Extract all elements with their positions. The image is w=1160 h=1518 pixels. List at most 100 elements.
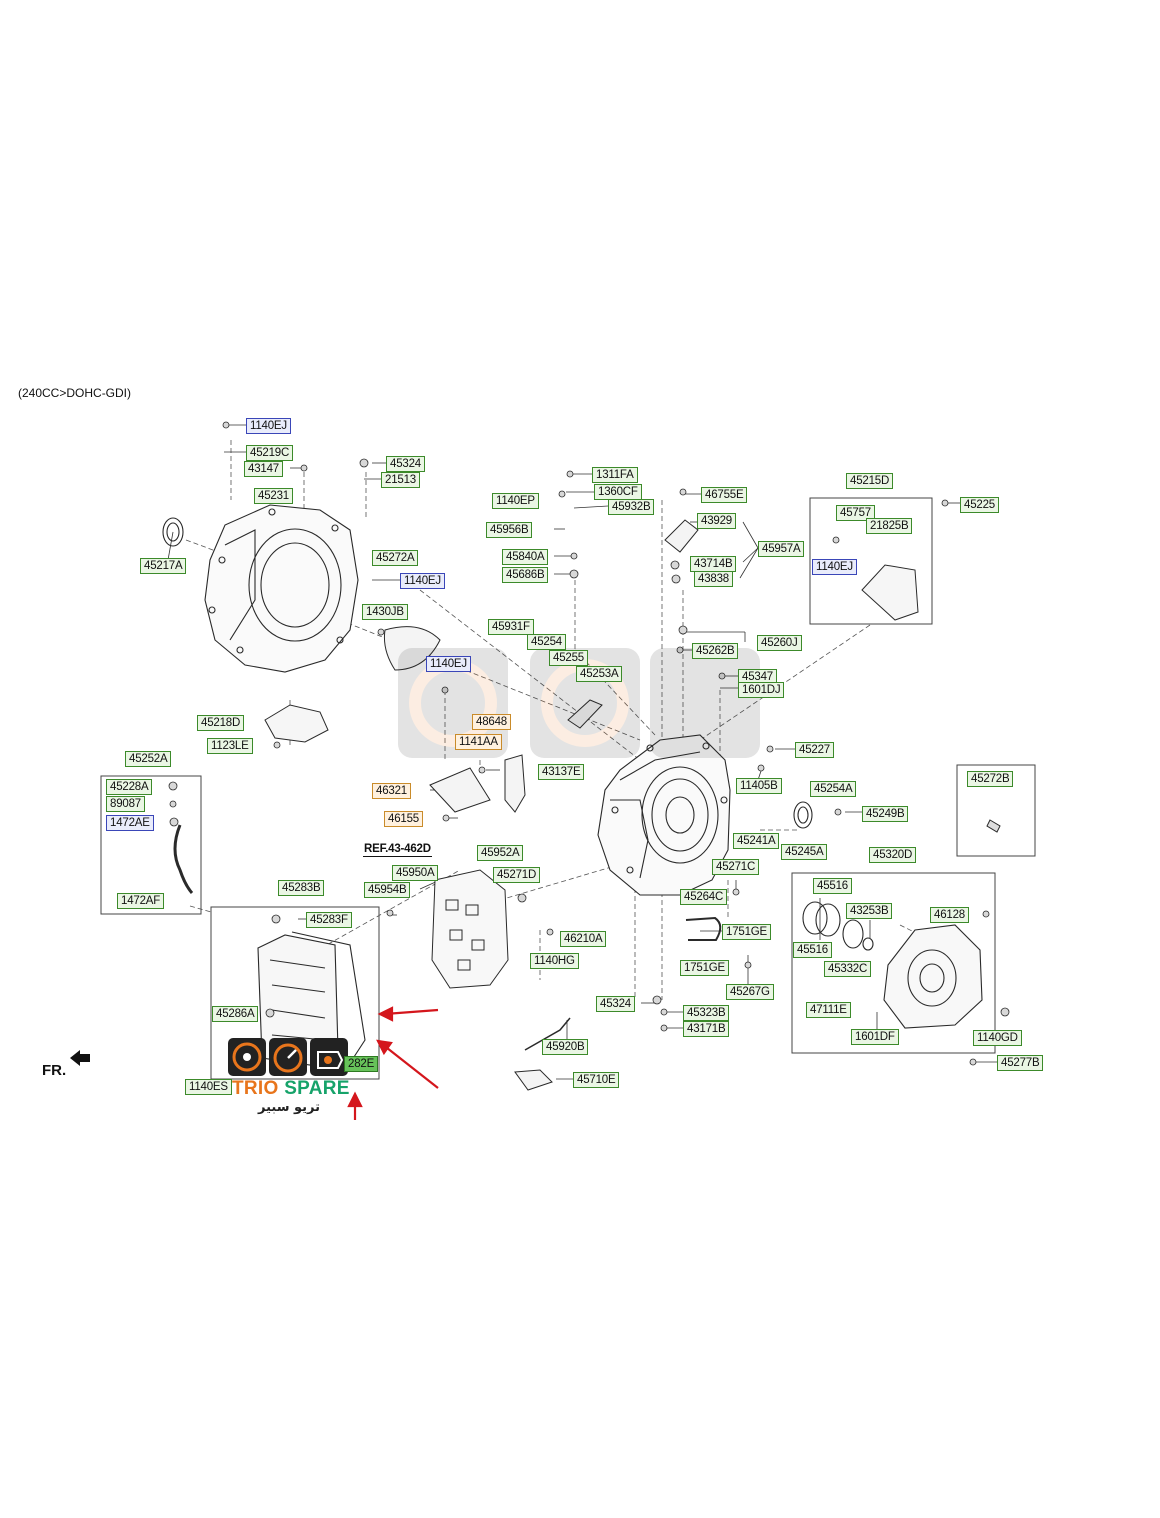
- o-rings-45516: [802, 901, 841, 937]
- part-label-45249B[interactable]: 45249B: [862, 806, 909, 822]
- part-label-45286A[interactable]: 45286A: [212, 1006, 259, 1022]
- part-label-46155[interactable]: 46155: [384, 811, 423, 827]
- part-label-1430JB[interactable]: 1430JB: [362, 604, 408, 620]
- part-label-45283B[interactable]: 45283B: [278, 880, 325, 896]
- part-label-45260J[interactable]: 45260J: [757, 635, 802, 651]
- part-label-1140EJ[interactable]: 1140EJ: [246, 418, 291, 434]
- part-label-45255[interactable]: 45255: [549, 650, 588, 666]
- part-label-43929[interactable]: 43929: [697, 513, 736, 529]
- part-label-45253A[interactable]: 45253A: [576, 666, 623, 682]
- part-label-1140GD[interactable]: 1140GD: [973, 1030, 1022, 1046]
- part-label-45956B[interactable]: 45956B: [486, 522, 533, 538]
- part-label-45254A[interactable]: 45254A: [810, 781, 857, 797]
- part-label-89087[interactable]: 89087: [106, 796, 145, 812]
- part-label-43137E[interactable]: 43137E: [538, 764, 585, 780]
- part-label-1601DJ[interactable]: 1601DJ: [738, 682, 785, 698]
- part-label-45272B[interactable]: 45272B: [967, 771, 1014, 787]
- part-label-1601DF[interactable]: 1601DF: [851, 1029, 899, 1045]
- part-label-1751GE[interactable]: 1751GE: [722, 924, 771, 940]
- part-label-45347[interactable]: 45347: [738, 669, 777, 685]
- part-label-46210A[interactable]: 46210A: [560, 931, 607, 947]
- bracket-43929: [664, 519, 699, 553]
- mount-bracket-45215D: [861, 564, 919, 621]
- part-label-45516[interactable]: 45516: [793, 942, 832, 958]
- part-label-45840A[interactable]: 45840A: [502, 549, 549, 565]
- part-label-1141AA[interactable]: 1141AA: [455, 734, 502, 750]
- bracket-45710E: [514, 1069, 553, 1091]
- part-label-45323B[interactable]: 45323B: [683, 1005, 730, 1021]
- part-label-45283F[interactable]: 45283F: [306, 912, 352, 928]
- part-label-45272A[interactable]: 45272A: [372, 550, 419, 566]
- part-label-45271D[interactable]: 45271D: [493, 867, 541, 883]
- pipe-1751GE: [685, 916, 722, 941]
- part-label-47111E[interactable]: 47111E: [806, 1002, 851, 1018]
- part-label-45227[interactable]: 45227: [795, 742, 834, 758]
- part-label-45954B[interactable]: 45954B: [364, 882, 411, 898]
- part-label-21513[interactable]: 21513: [381, 472, 420, 488]
- part-label-45950A[interactable]: 45950A: [392, 865, 439, 881]
- bracket-45218D: [264, 704, 329, 743]
- part-label-1140EJ[interactable]: 1140EJ: [812, 559, 857, 575]
- part-label-1472AF[interactable]: 1472AF: [117, 893, 165, 909]
- part-label-1140HG[interactable]: 1140HG: [530, 953, 579, 969]
- part-label-43147[interactable]: 43147: [244, 461, 283, 477]
- part-label-43171B[interactable]: 43171B: [683, 1021, 730, 1037]
- part-label-45710E[interactable]: 45710E: [573, 1072, 620, 1088]
- bearing-43253B: [842, 919, 874, 951]
- part-label-1311FA[interactable]: 1311FA: [592, 467, 638, 483]
- seal-45217A: [162, 517, 184, 547]
- part-label-1360CF[interactable]: 1360CF: [594, 484, 642, 500]
- part-label-45217A[interactable]: 45217A: [140, 558, 187, 574]
- valve-body-45950A: [431, 869, 509, 989]
- part-label-45757[interactable]: 45757: [836, 505, 875, 521]
- part-label-45324[interactable]: 45324: [596, 996, 635, 1012]
- part-label-46755E[interactable]: 46755E: [701, 487, 748, 503]
- part-label-1140EJ[interactable]: 1140EJ: [426, 656, 471, 672]
- part-label-1472AE[interactable]: 1472AE: [106, 815, 154, 831]
- part-label-45231[interactable]: 45231: [254, 488, 293, 504]
- part-label-21825B[interactable]: 21825B: [866, 518, 913, 534]
- part-label-45262B[interactable]: 45262B: [692, 643, 739, 659]
- part-label-45686B[interactable]: 45686B: [502, 567, 549, 583]
- part-label-45218D[interactable]: 45218D: [197, 715, 245, 731]
- part-label-45252A[interactable]: 45252A: [125, 751, 172, 767]
- part-label-45264C[interactable]: 45264C: [680, 889, 728, 905]
- part-label-45320D[interactable]: 45320D: [869, 847, 917, 863]
- group-box-45320D: [791, 872, 996, 1054]
- part-label-46128[interactable]: 46128: [930, 907, 969, 923]
- part-label-45952A[interactable]: 45952A: [477, 845, 524, 861]
- transmission-case-45241A: [597, 734, 731, 896]
- part-label-45277B[interactable]: 45277B: [997, 1055, 1044, 1071]
- front-arrow-icon: [70, 1050, 90, 1066]
- part-label-1751GE[interactable]: 1751GE: [680, 960, 729, 976]
- part-label-45245A[interactable]: 45245A: [781, 844, 828, 860]
- part-label-45228A[interactable]: 45228A: [106, 779, 153, 795]
- part-label-highlighted[interactable]: 282E: [344, 1056, 379, 1072]
- part-label-43714B[interactable]: 43714B: [690, 556, 737, 572]
- part-label-45920B[interactable]: 45920B: [542, 1039, 589, 1055]
- part-label-45254[interactable]: 45254: [527, 634, 566, 650]
- part-label-45219C[interactable]: 45219C: [246, 445, 294, 461]
- part-label-11405B[interactable]: 11405B: [736, 778, 782, 794]
- part-label-REF43462D[interactable]: REF.43-462D: [363, 842, 432, 857]
- part-label-45932B[interactable]: 45932B: [608, 499, 655, 515]
- part-label-43253B[interactable]: 43253B: [846, 903, 893, 919]
- part-label-43838[interactable]: 43838: [694, 571, 733, 587]
- part-label-1140ES[interactable]: 1140ES: [185, 1079, 232, 1095]
- part-label-1140EP[interactable]: 1140EP: [492, 493, 539, 509]
- part-label-45241A[interactable]: 45241A: [733, 833, 780, 849]
- part-label-1140EJ[interactable]: 1140EJ: [400, 573, 445, 589]
- red-indicator-arrows: [347, 1006, 439, 1120]
- part-label-45332C[interactable]: 45332C: [824, 961, 872, 977]
- part-label-45957A[interactable]: 45957A: [758, 541, 805, 557]
- part-label-46321[interactable]: 46321: [372, 783, 411, 799]
- part-label-45271C[interactable]: 45271C: [712, 859, 760, 875]
- part-label-48648[interactable]: 48648: [472, 714, 511, 730]
- part-label-45225[interactable]: 45225: [960, 497, 999, 513]
- part-label-45931F[interactable]: 45931F: [488, 619, 534, 635]
- part-label-45324[interactable]: 45324: [386, 456, 425, 472]
- part-label-1123LE[interactable]: 1123LE: [207, 738, 253, 754]
- part-label-45267G[interactable]: 45267G: [726, 984, 774, 1000]
- part-label-45516[interactable]: 45516: [813, 878, 852, 894]
- part-label-45215D[interactable]: 45215D: [846, 473, 894, 489]
